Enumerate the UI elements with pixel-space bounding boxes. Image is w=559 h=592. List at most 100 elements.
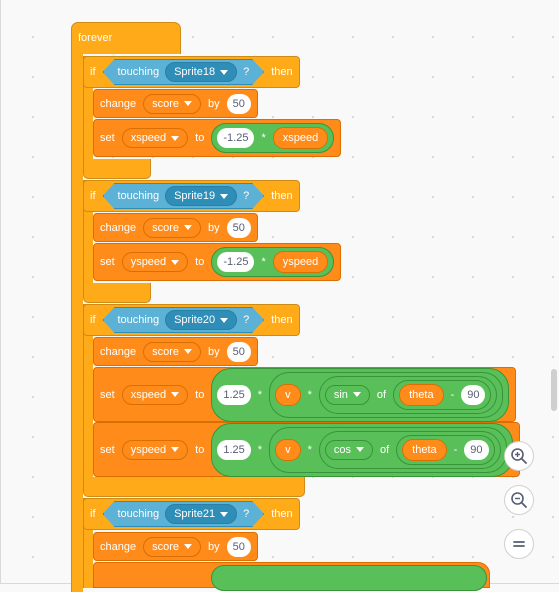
touching-block[interactable]: touching Sprite20 ? [103, 307, 265, 333]
change-label: change [100, 221, 137, 234]
number-input[interactable]: 50 [226, 536, 251, 557]
set-variable-block[interactable]: set xspeed to 1.25 * v * sin of theta - … [93, 367, 517, 422]
function-dropdown[interactable]: sin [324, 384, 370, 405]
if-block-1[interactable]: if touching Sprite18 ? then [83, 56, 300, 88]
zoom-out-icon [511, 492, 527, 508]
touching-label: touching [117, 508, 160, 520]
number-input[interactable]: 1.25 [217, 384, 251, 405]
set-label: set [100, 256, 115, 268]
number-input[interactable]: 50 [226, 341, 251, 362]
subtract-operator[interactable]: theta - 90 [393, 379, 492, 410]
variable-dropdown[interactable]: score [143, 536, 201, 557]
if-block-3[interactable]: if touching Sprite20 ? then [83, 304, 300, 336]
number-input[interactable]: 90 [464, 439, 489, 460]
question-mark: ? [243, 190, 250, 202]
variable-dropdown[interactable]: xspeed [121, 128, 189, 148]
variable-reporter[interactable]: xspeed [272, 127, 329, 149]
forever-block[interactable] [71, 22, 181, 54]
forever-arm [71, 52, 83, 592]
minus-sign: - [450, 388, 455, 401]
multiply-operator[interactable]: -1.25 * yspeed [211, 247, 335, 277]
number-input[interactable]: -1.25 [217, 252, 255, 272]
number-input[interactable]: 90 [461, 384, 486, 405]
times-sign: * [257, 388, 263, 401]
if-label: if [90, 66, 96, 78]
sprite-dropdown[interactable]: Sprite20 [165, 310, 237, 330]
change-score-block[interactable]: change score by 50 [93, 89, 258, 118]
number-input[interactable]: 50 [226, 217, 251, 238]
variable-dropdown[interactable]: score [143, 93, 201, 114]
variable-reporter[interactable]: yspeed [272, 251, 329, 273]
to-label: to [195, 256, 205, 268]
variable-reporter[interactable]: v [275, 438, 301, 461]
touching-block[interactable]: touching Sprite19 ? [103, 183, 265, 209]
multiply-operator[interactable]: -1.25 * xspeed [211, 123, 335, 153]
zoom-in-icon [511, 448, 527, 464]
of-label: of [379, 443, 390, 456]
touching-block[interactable]: touching Sprite18 ? [103, 59, 265, 85]
chevron-down-icon [171, 447, 180, 452]
by-label: by [208, 221, 220, 234]
sprite-dropdown[interactable]: Sprite21 [165, 504, 237, 524]
variable-dropdown[interactable]: yspeed [121, 439, 189, 460]
variable-dropdown[interactable]: score [143, 217, 201, 238]
question-mark: ? [243, 508, 250, 520]
variable-dropdown[interactable]: xspeed [121, 384, 189, 405]
chevron-down-icon [184, 225, 192, 230]
times-sign: * [261, 256, 266, 268]
times-sign: * [307, 443, 312, 456]
chevron-down-icon [171, 259, 180, 265]
times-sign: * [261, 132, 266, 144]
zoom-reset-button[interactable] [504, 529, 534, 559]
number-input[interactable]: 1.25 [217, 439, 251, 460]
number-input[interactable]: 50 [226, 93, 251, 114]
chevron-down-icon [171, 135, 180, 141]
then-label: then [271, 508, 293, 520]
to-label: to [195, 388, 205, 401]
by-label: by [208, 345, 220, 358]
vertical-scrollbar[interactable] [551, 369, 557, 411]
set-label: set [100, 132, 115, 144]
chevron-down-icon [352, 392, 361, 397]
multiply-operator[interactable]: 1.25 * v * sin of theta - 90 [211, 367, 510, 422]
if-block-1-bottom [83, 159, 151, 179]
change-label: change [100, 345, 137, 358]
change-score-block[interactable]: change score by 50 [93, 532, 258, 561]
zoom-out-button[interactable] [504, 485, 534, 515]
if-block-4[interactable]: if touching Sprite21 ? then [83, 498, 300, 530]
variable-reporter[interactable]: v [275, 383, 301, 406]
if-block-2[interactable]: if touching Sprite19 ? then [83, 180, 300, 212]
set-variable-block[interactable]: set yspeed to 1.25 * v * cos of theta - … [93, 422, 520, 477]
set-variable-block-partial[interactable] [93, 562, 490, 591]
multiply-operator[interactable]: 1.25 * v * cos of theta - 90 [211, 422, 513, 477]
touching-block[interactable]: touching Sprite21 ? [103, 501, 265, 527]
number-input[interactable]: -1.25 [217, 128, 255, 148]
times-sign: * [257, 443, 263, 456]
variable-dropdown[interactable]: score [143, 341, 201, 362]
forever-label: forever [78, 32, 113, 44]
change-score-block[interactable]: change score by 50 [93, 213, 258, 242]
sprite-dropdown[interactable]: Sprite19 [165, 186, 237, 206]
math-function-block[interactable]: cos of theta - 90 [318, 430, 501, 469]
set-variable-block[interactable]: set xspeed to -1.25 * xspeed [93, 119, 342, 157]
touching-label: touching [117, 314, 160, 326]
math-function-block[interactable]: sin of theta - 90 [318, 375, 498, 414]
zoom-in-button[interactable] [504, 441, 534, 471]
variable-reporter[interactable]: theta [402, 438, 447, 461]
multiply-operator[interactable]: v * cos of theta - 90 [269, 426, 507, 473]
zoom-reset-icon [513, 541, 525, 547]
then-label: then [271, 190, 293, 202]
chevron-down-icon [220, 318, 228, 323]
operator-block-partial[interactable] [211, 565, 487, 591]
set-variable-block[interactable]: set yspeed to -1.25 * yspeed [93, 243, 342, 281]
function-dropdown[interactable]: cos [324, 439, 373, 460]
if-label: if [90, 190, 96, 202]
subtract-operator[interactable]: theta - 90 [396, 434, 495, 465]
touching-label: touching [117, 190, 160, 202]
variable-dropdown[interactable]: yspeed [121, 252, 189, 272]
change-score-block[interactable]: change score by 50 [93, 337, 258, 366]
sprite-dropdown[interactable]: Sprite18 [165, 62, 237, 82]
multiply-operator[interactable]: v * sin of theta - 90 [269, 371, 504, 418]
variable-reporter[interactable]: theta [399, 383, 444, 406]
